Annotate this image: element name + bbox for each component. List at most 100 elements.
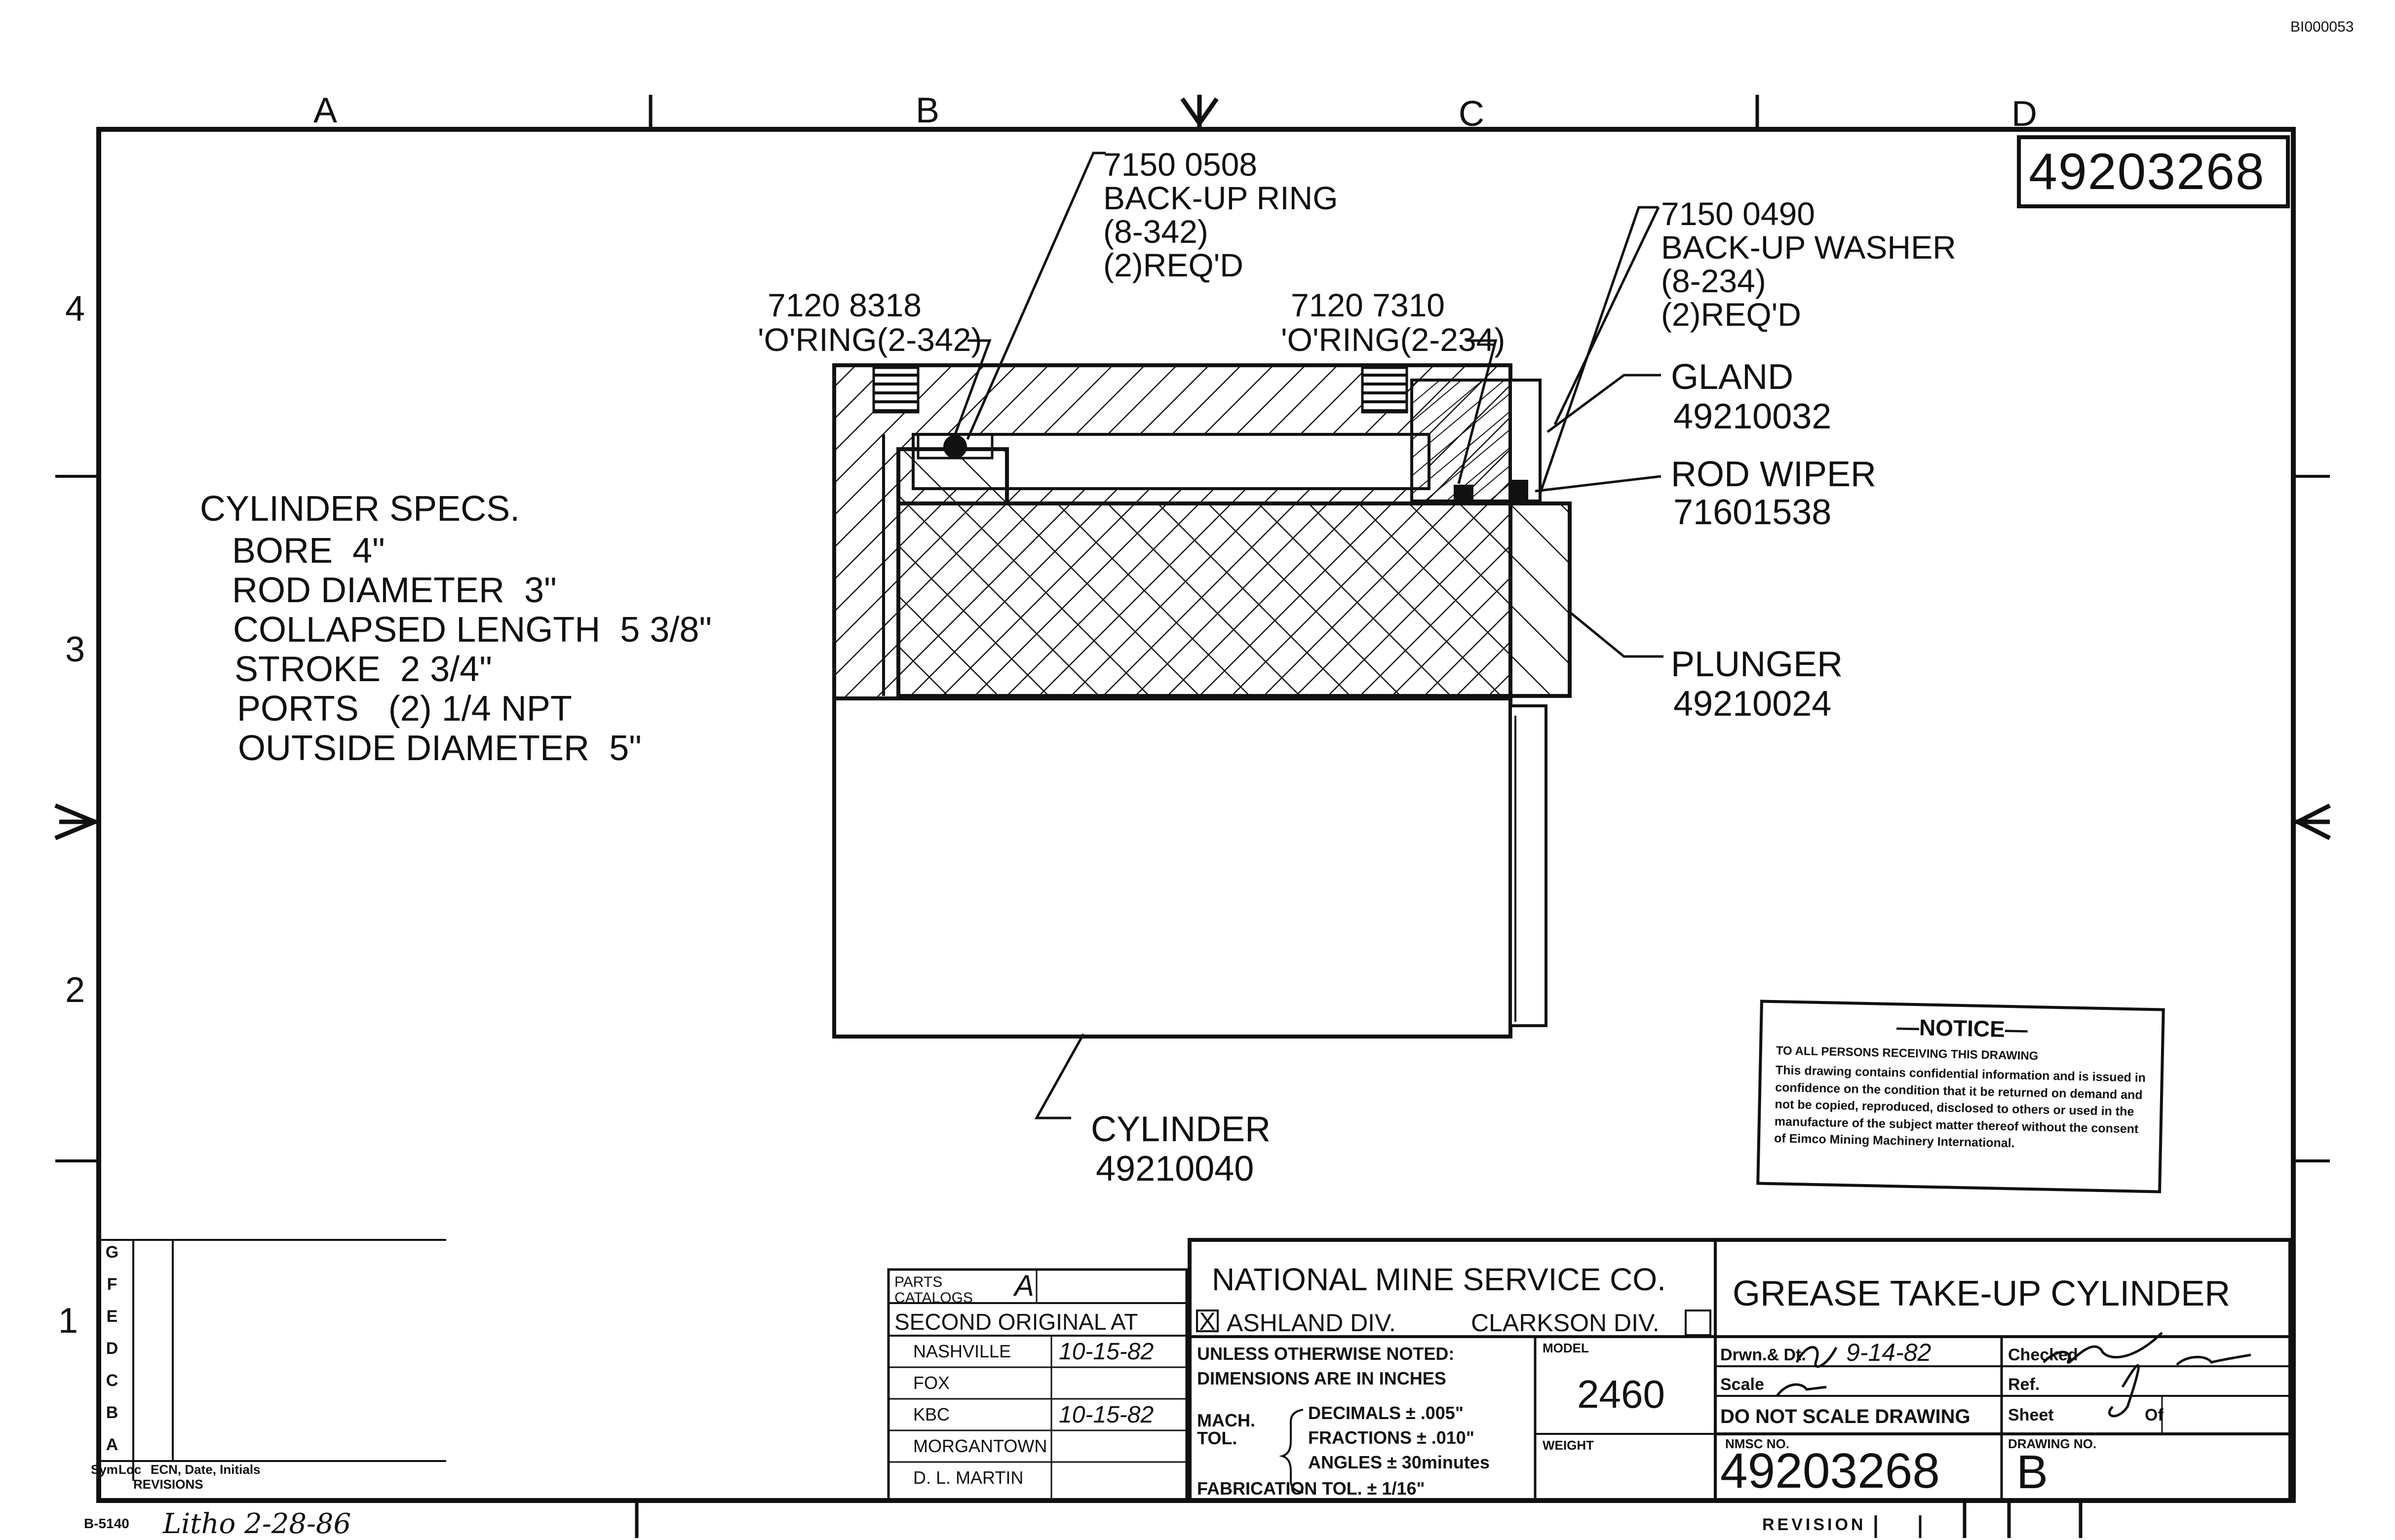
oring-234-name: 'O'RING(2-234) [1281,321,1506,358]
of-label: Of [2145,1406,2163,1424]
revision-footer-title: REVISIONS [133,1477,203,1492]
backup-washer-part: 7150 0490 [1661,195,1815,232]
cylinder-name: CYLINDER [1091,1110,1271,1149]
spec-rod-diameter: ROD DIAMETER 3" [232,571,557,610]
drawing-no-label: DRAWING NO. [2008,1436,2097,1451]
spec-ports: PORTS (2) 1/4 NPT [237,689,572,729]
notice-body: This drawing contains confidential infor… [1774,1063,2146,1151]
drawing-number-top: 49203268 [2029,143,2265,200]
catalog-date-kbc: 10-15-82 [1059,1402,1154,1428]
backup-ring-part: 7150 0508 [1103,146,1257,183]
title-block-grid [1188,1238,2292,1502]
sheet-label: Sheet [2008,1406,2054,1424]
zone-label-2: 2 [65,970,85,1010]
backup-ring-spec: (8-342) [1103,213,1208,250]
catalog-place-kbc: KBC [913,1404,950,1424]
rod-wiper-name: ROD WIPER [1671,455,1877,494]
zone-label-d: D [2011,94,2037,134]
catalog-place-morgantown: MORGANTOWN [913,1436,1047,1456]
zone-label-a: A [313,91,338,130]
gland-name: GLAND [1671,357,1794,397]
litho-date: Litho 2-28-86 [163,1508,351,1540]
revision-row-c: C [106,1371,118,1390]
drawing-no-value: B [2016,1446,2048,1499]
revision-row-a: A [106,1435,118,1454]
zone-label-4: 4 [65,289,85,329]
drawing-title: GREASE TAKE-UP CYLINDER [1733,1274,2231,1313]
division-clarkson: CLARKSON DIV. [1471,1309,1660,1337]
plunger-section [882,434,1572,698]
parts-catalog-mark: A [1014,1269,1035,1302]
rod-wiper-seal [1510,480,1528,501]
nmsc-label: NMSC NO. [1725,1436,1789,1451]
spec-stroke: STROKE 2 3/4" [234,650,492,689]
revision-footer-ecn: ECN, Date, Initials [151,1462,261,1477]
fabrication-tolerance: FABRICATION TOL. ± 1/16" [1197,1478,1425,1499]
backup-ring-qty: (2)REQ'D [1103,247,1243,283]
tolerance-decimals: DECIMALS ± .005" [1308,1403,1464,1423]
signature-marks [1776,1332,2251,1418]
cylinder-part: 49210040 [1096,1149,1254,1189]
revision-table-grid [99,1239,446,1481]
tolerance-note-2: DIMENSIONS ARE IN INCHES [1197,1368,1446,1388]
backup-washer-spec: (8-234) [1661,263,1766,299]
catalog-place-dl-martin: D. L. MARTIN [913,1467,1024,1488]
catalog-place-nashville: NASHVILLE [913,1341,1011,1361]
plunger-part: 49210024 [1673,684,1832,724]
gland-part: 49210032 [1673,397,1832,436]
do-not-scale: DO NOT SCALE DRAWING [1720,1406,1970,1427]
oring-342-name: 'O'RING(2-342) [758,321,982,358]
port-threads [872,366,1408,414]
catalog-place-fox: FOX [913,1373,950,1393]
zone-label-c: C [1459,94,1484,134]
tolerance-fractions: FRACTIONS ± .010" [1308,1427,1474,1448]
leader-lines [954,152,1663,1119]
backup-ring-name: BACK-UP RING [1103,180,1338,216]
parts-catalog-grid [887,1268,1188,1502]
zone-label-b: B [916,91,940,130]
parts-catalog-label: PARTS CATALOGS [894,1274,973,1306]
zone-label-1: 1 [58,1301,78,1341]
drawn-label: Drwn.& Dt. [1720,1346,1806,1364]
tolerance-angles: ANGLES ± 30minutes [1308,1452,1490,1472]
specs-title: CYLINDER SPECS. [200,489,520,529]
catalog-date-nashville: 10-15-82 [1059,1339,1154,1365]
mach-tol-label: MACH. TOL. [1197,1410,1255,1448]
division-check: X [1199,1308,1216,1335]
backup-washer-qty: (2)REQ'D [1661,296,1801,333]
form-number: B-5140 [84,1516,129,1531]
cylinder-body [832,696,1547,1039]
revision-footer-sym: Sym [91,1462,118,1477]
oring-342-seal [943,435,967,459]
oring-234-part: 7120 7310 [1291,287,1445,323]
notice-title: —NOTICE— [1896,1014,2028,1042]
drawn-date: 9-14-82 [1846,1339,1931,1366]
tolerance-note-1: UNLESS OTHERWISE NOTED: [1197,1344,1455,1364]
checked-label: Checked [2008,1346,2078,1364]
spec-outside-diameter: OUTSIDE DIAMETER 5" [238,729,642,768]
corner-id: BI000053 [2290,19,2354,35]
division-ashland: ASHLAND DIV. [1227,1309,1396,1337]
model-value: 2460 [1577,1372,1665,1416]
ref-label: Ref. [2008,1375,2040,1394]
weight-label: WEIGHT [1543,1438,1594,1453]
zone-label-3: 3 [65,630,85,669]
revision-label: REVISION [1762,1515,1866,1534]
oring-342-part: 7120 8318 [768,287,922,323]
backup-washer-name: BACK-UP WASHER [1661,229,1956,266]
revision-row-b: B [106,1403,118,1422]
company-name: NATIONAL MINE SERVICE CO. [1212,1262,1666,1297]
scale-label: Scale [1720,1375,1764,1394]
revision-row-f: F [107,1275,117,1294]
nmsc-number: 49203268 [1720,1443,1940,1499]
revision-row-g: G [105,1243,119,1262]
drawing-number-box [2017,135,2290,208]
second-original-label: SECOND ORIGINAL AT [894,1309,1138,1335]
oring-234-seal [1454,485,1473,500]
revision-row-d: D [106,1339,118,1358]
rod-wiper-part: 71601538 [1673,493,1832,532]
plunger-name: PLUNGER [1671,645,1843,684]
revision-footer-loc: Loc [118,1462,142,1477]
